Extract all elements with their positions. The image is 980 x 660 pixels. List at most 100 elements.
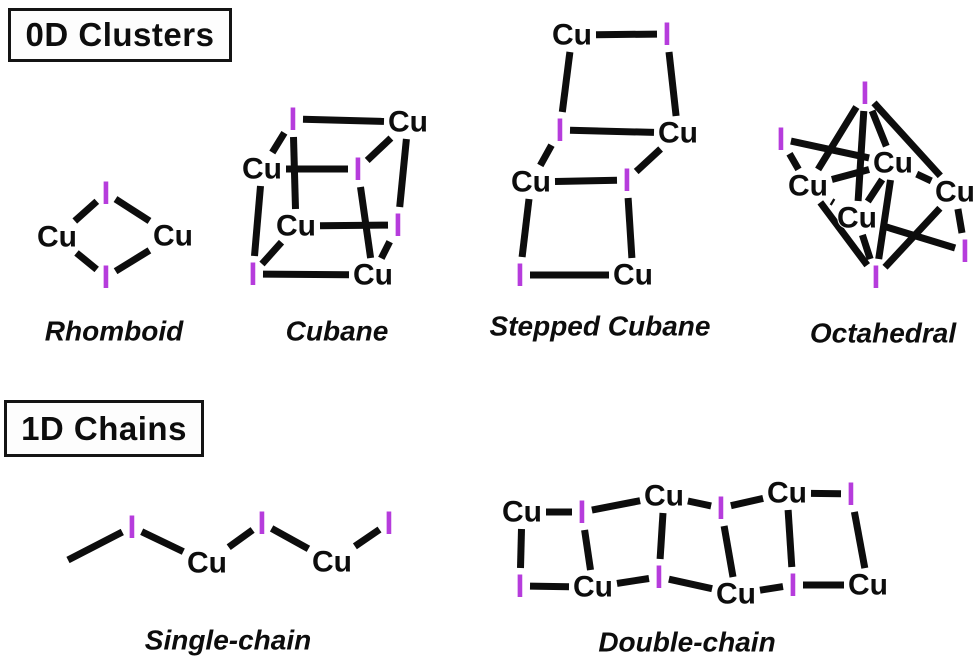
bond [882,205,943,270]
bond [875,179,894,260]
copper-atom-label: Cu [242,153,282,186]
copper-atom-label: Cu [837,202,877,235]
copper-atom-label: Cu [153,220,193,253]
bond [554,176,618,185]
iodine-atom-label: I [655,559,664,595]
bond [113,247,152,275]
iodine-atom-label: I [516,257,525,293]
bond [537,143,555,168]
bond [302,115,385,125]
bond [668,575,713,593]
structure-label-cubane: Cubane [286,316,389,347]
bond [226,527,255,551]
iodine-atom-label: I [663,16,672,52]
copper-atom-label: Cu [312,546,352,579]
iodine-atom-label: I [717,490,726,526]
bond [569,126,655,136]
structure-label-rhomboid: Rhomboid [45,316,184,347]
copper-atom-label: Cu [935,176,975,209]
bond [815,105,860,172]
section-header-0d-clusters: 0D Clusters [8,8,232,62]
iodine-atom-label: I [578,494,587,530]
section-header-1d-chains: 1D Chains [4,400,204,457]
bond [529,582,570,591]
copper-atom-label: Cu [502,496,542,529]
bond [868,109,890,148]
copper-atom-label: Cu [658,117,698,150]
bond [759,583,784,594]
bond [251,185,264,257]
section-header-0d-label: 0D Clusters [25,16,215,53]
bond [656,512,667,560]
bond [790,137,870,162]
bond [817,200,871,268]
structure-label-stepped-cubane: Stepped Cubane [490,311,711,342]
bond [624,197,636,259]
bond [269,130,288,155]
copper-atom-label: Cu [644,480,684,513]
section-header-1d-label: 1D Chains [21,409,187,447]
iodine-atom-label: I [394,207,403,243]
structure-label-octahedral: Octahedral [810,318,957,349]
bond [829,198,836,206]
bond [786,152,802,172]
iodine-atom-label: I [102,175,111,211]
bond [518,198,533,258]
bond [915,170,933,185]
bond [269,525,311,552]
bond [850,511,869,569]
copper-atom-label: Cu [873,147,913,180]
iodine-atom-label: I [847,476,856,512]
bond [364,135,394,163]
bond [665,51,680,117]
iodine-atom-label: I [789,567,798,603]
copper-atom-label: Cu [187,547,227,580]
iodine-atom-label: I [516,568,525,604]
copper-atom-label: Cu [767,477,807,510]
bond [864,177,886,204]
iodine-atom-label: I [777,121,786,157]
copper-atom-label: Cu [552,19,592,52]
bond [591,497,641,514]
copper-atom-label: Cu [573,571,613,604]
iodine-atom-label: I [102,259,111,295]
copper-atom-label: Cu [276,210,316,243]
copper-atom-label: Cu [37,221,77,254]
bond [396,138,410,208]
copper-atom-label: Cu [613,259,653,292]
bond [616,575,650,587]
copper-atom-label: Cu [848,569,888,602]
bond [262,270,350,279]
copper-atom-label: Cu [511,166,551,199]
copper-atom-label: Cu [788,170,828,203]
bond [595,30,658,39]
iodine-atom-label: I [556,112,565,148]
bond [319,221,389,230]
copper-atom-label: Cu [388,106,428,139]
bond [687,497,712,510]
bond [66,528,124,564]
iodine-atom-label: I [354,151,363,187]
bond [730,494,764,510]
iodine-atom-label: I [623,162,632,198]
copper-atom-label: Cu [716,578,756,611]
iodine-atom-label: I [385,505,394,541]
bond [830,166,871,183]
copper-atom-label: Cu [353,259,393,292]
structure-label-double-chain: Double-chain [598,627,775,658]
bond [140,528,185,555]
bond [720,525,737,578]
structure-label-single-chain: Single-chain [145,625,311,656]
iodine-atom-label: I [861,75,870,111]
bond [859,233,874,261]
bond [352,526,382,550]
bond [871,100,943,179]
